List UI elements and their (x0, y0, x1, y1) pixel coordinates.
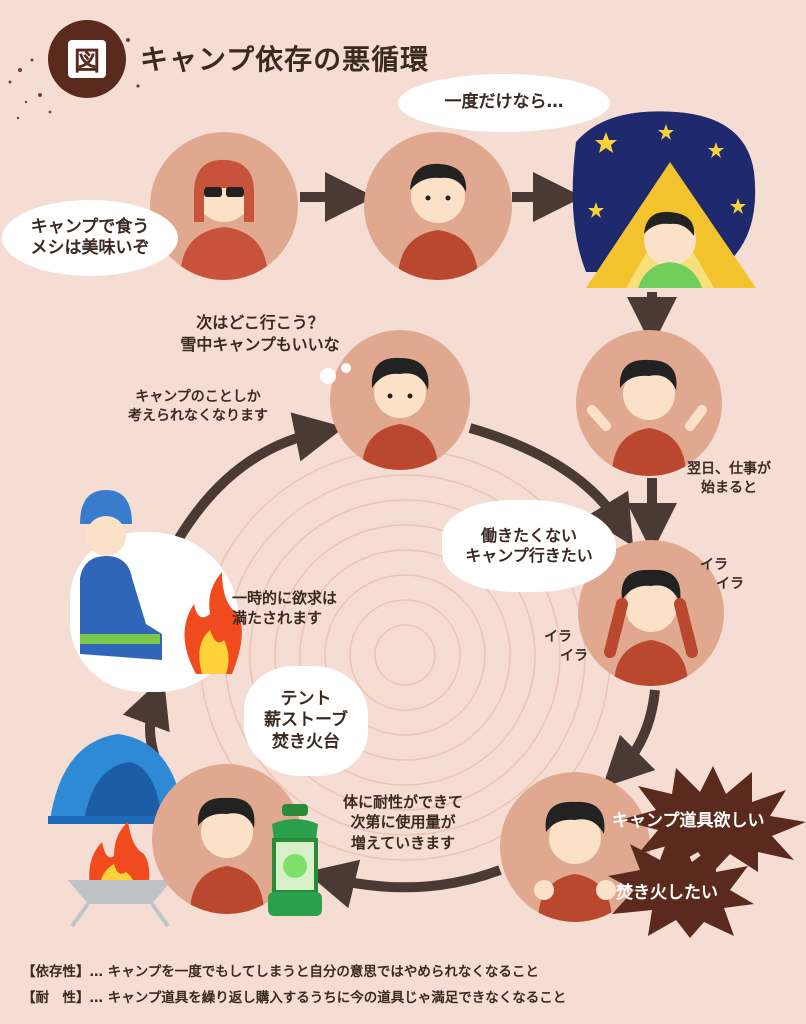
person-icon (190, 797, 264, 914)
person-angry-icon (534, 801, 616, 922)
tent-icon (48, 734, 186, 824)
person-sunglasses-icon (180, 159, 268, 280)
burst-want-fire-label: 焚き火したい (616, 883, 718, 903)
figure-badge-label: 図 (68, 40, 106, 78)
caption-ira-right: イラ イラ (700, 557, 744, 592)
arrow-upper-left-arc (170, 412, 345, 548)
speech-friend: キャンプで食うメシは美味いぞ (2, 200, 178, 276)
person-angry-icon (604, 569, 698, 686)
speech-dont-want-work: 働きたくないキャンプ行きたい (442, 500, 616, 592)
circle-craving (500, 772, 650, 922)
caption-next-day: 翌日、仕事が 始まると (687, 461, 771, 496)
figure-badge: 図 (48, 20, 126, 98)
thought-dots (320, 363, 351, 384)
caption-satisfied: 一時的に欲求は 満たされます (232, 589, 338, 628)
fire-pit-icon (68, 822, 172, 928)
burst-want-fire (608, 838, 754, 938)
caption-ira-left: イラ イラ (544, 629, 588, 664)
speech-gear-list: テント薪ストーブ焚き火台 (244, 666, 368, 776)
circle-next-place (330, 330, 470, 470)
circle-person-once (364, 132, 512, 280)
footer-dependency: 【依存性】… キャンプを一度でもしてしまうと自分の意思ではやめられなくなること (22, 964, 539, 980)
lantern-icon (268, 804, 322, 916)
camper-bonfire-icon (80, 490, 242, 674)
caption-only-camp: キャンプのことしか 考えられなくなります (128, 389, 268, 424)
arrow-right-arc (602, 689, 660, 788)
person-icon (587, 359, 707, 476)
speech-once: 一度だけなら… (398, 74, 610, 132)
speech-next-place: 次はどこ行こう？ 雪中キャンプもいいな (180, 313, 340, 354)
tent-night-icon (572, 111, 756, 288)
burst-want-gear-label: キャンプ道具欲しい (612, 811, 765, 831)
arrow-bottom-arc (305, 859, 502, 909)
person-icon (362, 357, 438, 470)
figure-title: キャンプ依存の悪循環 (140, 43, 430, 76)
circle-excited (576, 330, 722, 476)
person-icon (398, 163, 478, 280)
caption-tolerance: 体に耐性ができて 次第に使用量が 増えていきます (342, 793, 463, 852)
arrow-top-arc (468, 423, 634, 547)
footer-tolerance: 【耐 性】… キャンプ道具を繰り返し購入するうちに今の道具じゃ満足できなくなるこ… (22, 990, 567, 1006)
circle-friend (150, 132, 298, 280)
